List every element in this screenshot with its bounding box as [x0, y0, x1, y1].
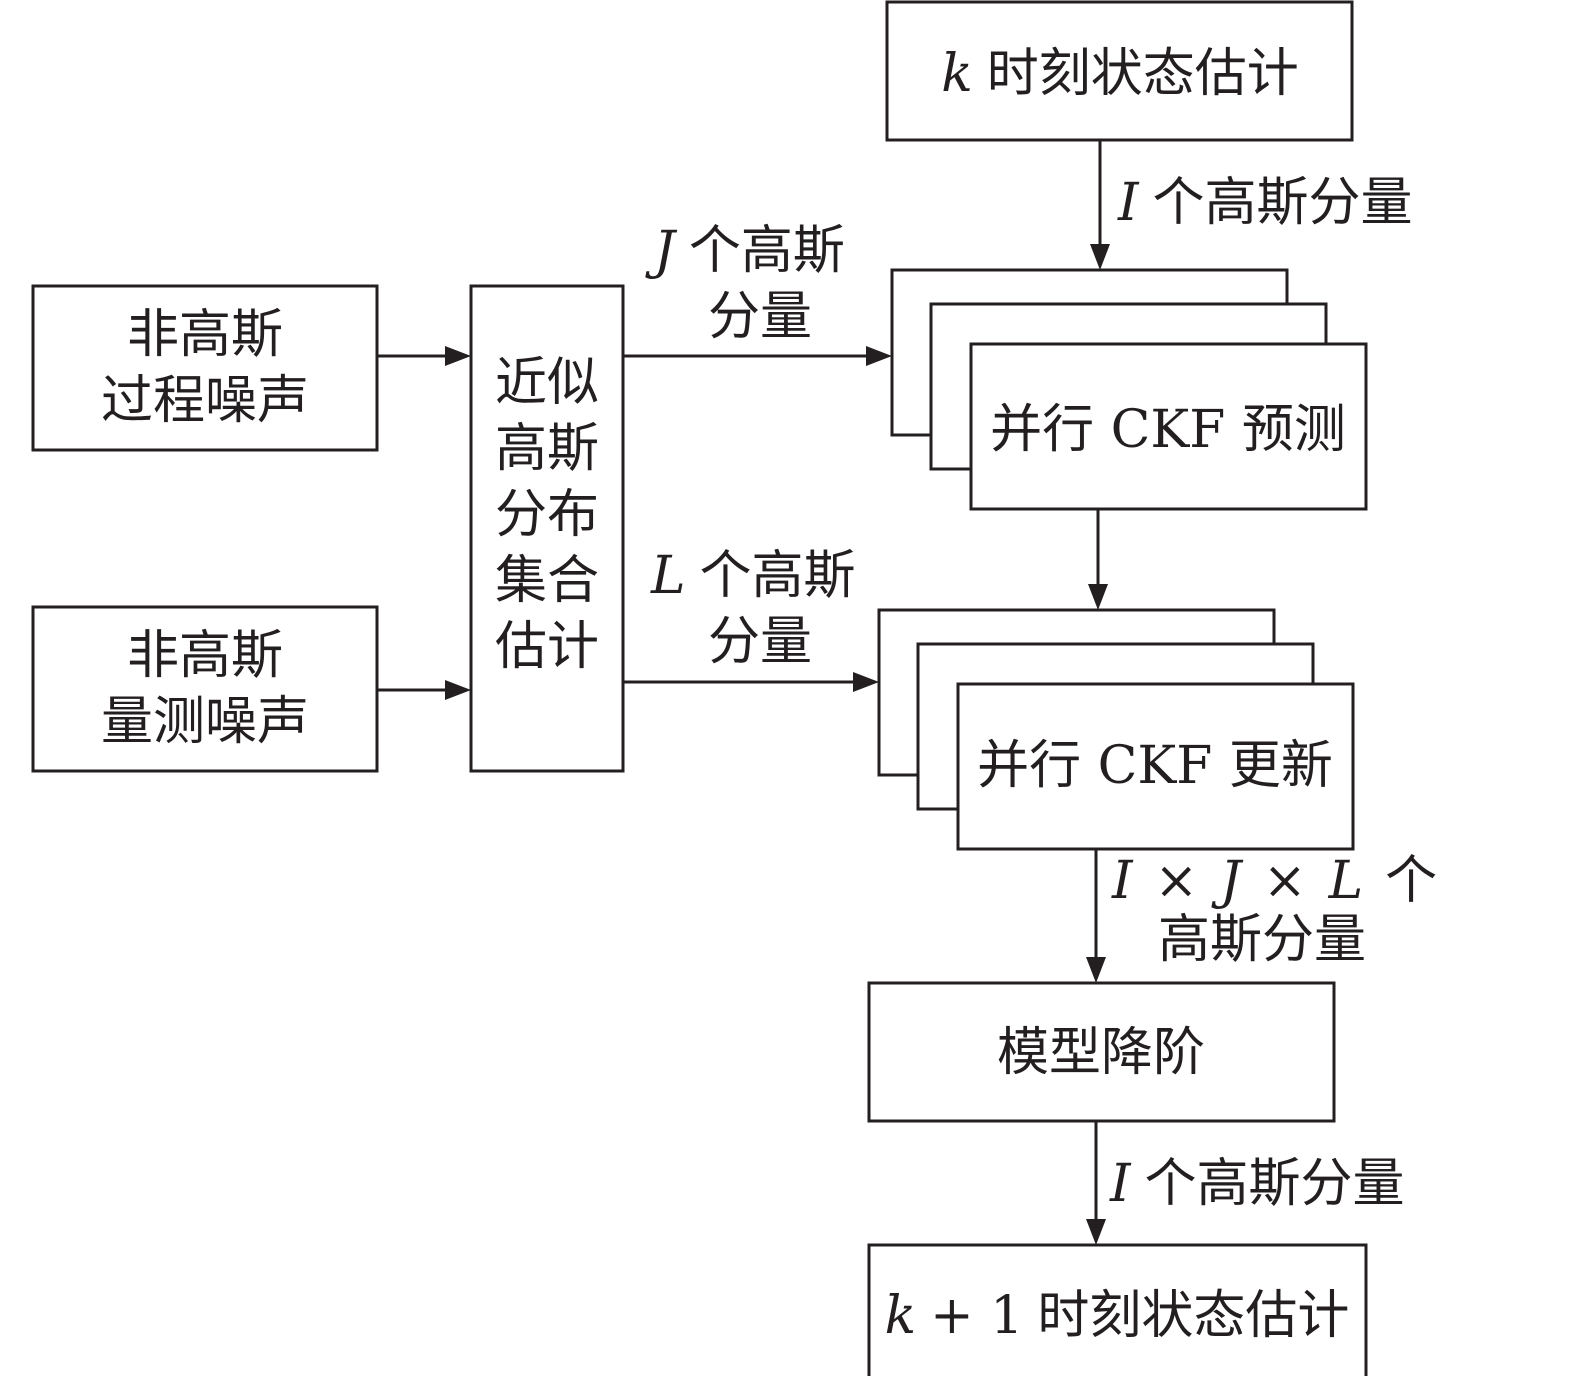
edge-j-label-line2: 分量 [708, 287, 812, 347]
edge-top-i-var: I [1117, 173, 1140, 233]
edge-bottom-i-text: 个高斯分量 [1145, 1154, 1405, 1214]
approx-line-5: 估计 [495, 617, 599, 677]
state-k-box [885, 0, 1354, 142]
predict-box [969, 342, 1368, 511]
process-noise-line2: 过程噪声 [101, 371, 309, 431]
state-k-text: 时刻状态估计 [987, 44, 1299, 104]
edge-ijl-text: 个 [1385, 851, 1437, 911]
edge-procnoise-to-approx-arrowhead [445, 346, 471, 366]
edge-reduce-to-state-k1-arrowhead [1086, 1219, 1106, 1245]
edge-j-var: J [645, 221, 678, 281]
measurement-noise-box [31, 605, 379, 773]
process-noise-line1: 非高斯 [127, 305, 283, 365]
edge-ijl-var-i: I [1111, 851, 1134, 911]
state-k1-op: + 1 [930, 1286, 1023, 1346]
edge-update-to-reduce-arrowhead [1086, 957, 1106, 983]
edge-ijl-times-2: × [1263, 851, 1307, 911]
edge-measnoise-to-approx-arrowhead [445, 680, 471, 700]
edge-ijl-label-line2: 高斯分量 [1158, 910, 1366, 970]
edge-l-var: L [650, 546, 686, 606]
approx-line-2: 高斯 [495, 419, 599, 479]
state-k1-var: k [885, 1286, 917, 1346]
approx-line-4: 集合 [495, 551, 599, 611]
edge-ijl-times-1: × [1155, 851, 1199, 911]
edge-ijl-var-j: J [1211, 851, 1244, 911]
edge-l-label-line2: 分量 [708, 612, 812, 672]
model-reduction-label: 模型降阶 [997, 1023, 1205, 1083]
measurement-noise-line1: 非高斯 [127, 626, 283, 686]
update-label: 并行 CKF 更新 [977, 736, 1333, 796]
state-k1-box [867, 1243, 1368, 1376]
edge-bottom-i-var: I [1109, 1154, 1132, 1214]
edge-ijl-var-l: L [1328, 851, 1364, 911]
edge-state-to-predict-arrowhead [1090, 244, 1110, 270]
predict-label: 并行 CKF 预测 [990, 400, 1346, 460]
edge-approx-to-update-arrowhead [853, 672, 879, 692]
state-k1-text: 时刻状态估计 [1037, 1286, 1349, 1346]
state-k-var: k [941, 44, 973, 104]
edge-predict-to-update-arrowhead [1088, 584, 1108, 610]
approx-line-3: 分布 [495, 485, 599, 545]
approx-gaussian-box [469, 284, 625, 773]
approx-line-1: 近似 [495, 353, 599, 413]
edge-j-text: 个高斯 [689, 221, 845, 281]
update-box [956, 682, 1355, 851]
model-reduction-box [867, 981, 1336, 1123]
edge-top-i-text: 个高斯分量 [1153, 173, 1413, 233]
measurement-noise-line2: 量测噪声 [101, 692, 309, 752]
process-noise-box [31, 284, 379, 452]
edge-l-text: 个高斯 [700, 546, 856, 606]
edge-approx-to-predict-arrowhead [866, 346, 892, 366]
